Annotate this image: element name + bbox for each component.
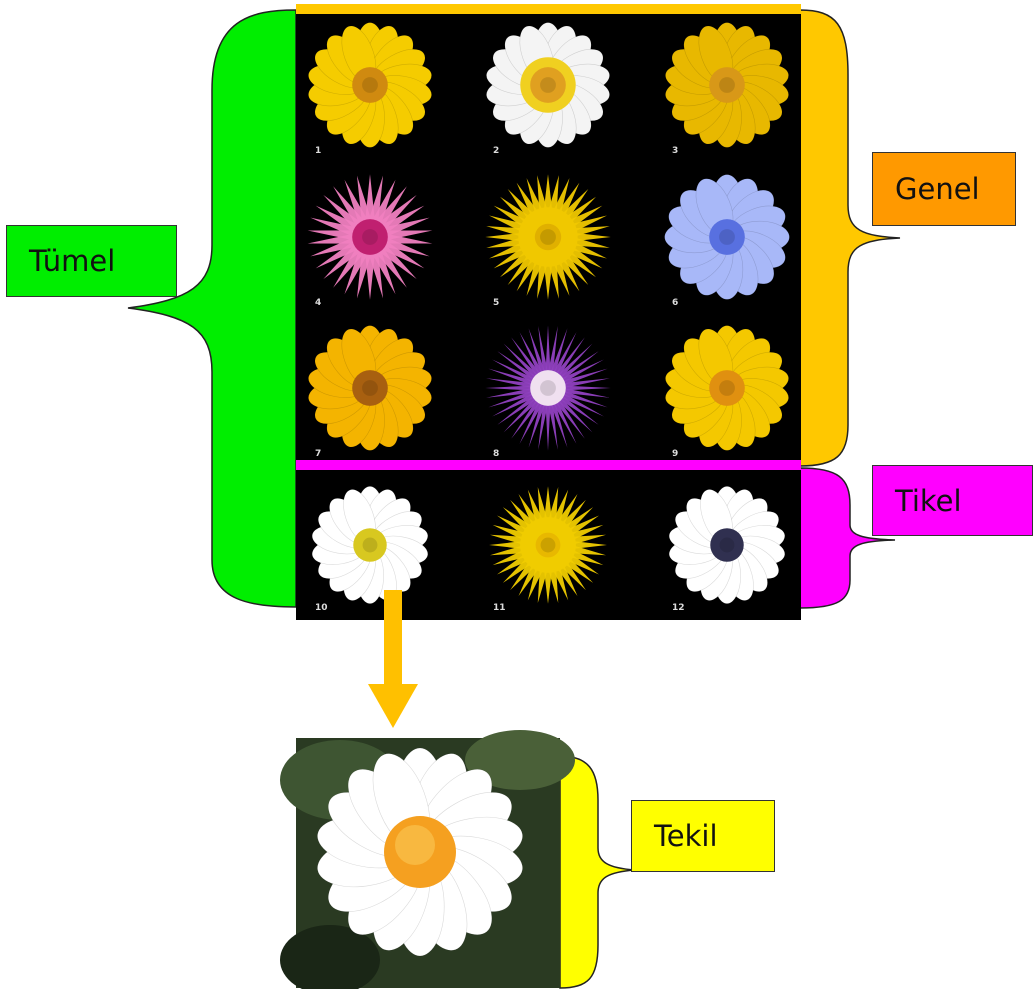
flower-number: 11	[493, 603, 506, 613]
genel-label: Genel	[872, 152, 1016, 226]
flower-number: 7	[315, 449, 321, 459]
flower-number: 1	[315, 146, 321, 156]
tekil-photo	[280, 730, 575, 989]
flower-2: 2	[486, 22, 610, 156]
arrow-shaft	[384, 590, 402, 685]
flower-number: 12	[672, 603, 685, 613]
flower-12: 12	[668, 486, 786, 613]
flower-number: 2	[493, 146, 499, 156]
genel-top-bar	[296, 4, 801, 14]
tikel-divider-bar	[296, 460, 801, 470]
flower-5: 5	[485, 174, 611, 308]
flower-number: 9	[672, 449, 678, 459]
flower-11: 11	[489, 486, 607, 613]
flower-10: 10	[311, 486, 429, 613]
flower-number: 3	[672, 146, 678, 156]
flower-number: 5	[493, 298, 499, 308]
flower-3: 3	[665, 22, 789, 156]
arrow-head	[368, 684, 418, 728]
tumel-label: Tümel	[6, 225, 177, 297]
flower-6: 6	[664, 174, 790, 308]
flower-number: 8	[493, 449, 499, 459]
tikel-brace	[799, 467, 896, 609]
flower-1: 1	[308, 22, 432, 156]
tikel-label: Tikel	[872, 465, 1033, 536]
flower-8: 8	[485, 325, 611, 459]
flower-9: 9	[665, 325, 789, 459]
flower-number: 6	[672, 298, 678, 308]
genel-brace	[799, 9, 901, 467]
tekil-label: Tekil	[631, 800, 775, 872]
flower-4: 4	[307, 174, 433, 308]
tekil-brace	[559, 755, 636, 989]
flower-number: 10	[315, 603, 328, 613]
tumel-brace	[127, 9, 297, 608]
flower-7: 7	[308, 325, 432, 459]
flower-number: 4	[315, 298, 321, 308]
